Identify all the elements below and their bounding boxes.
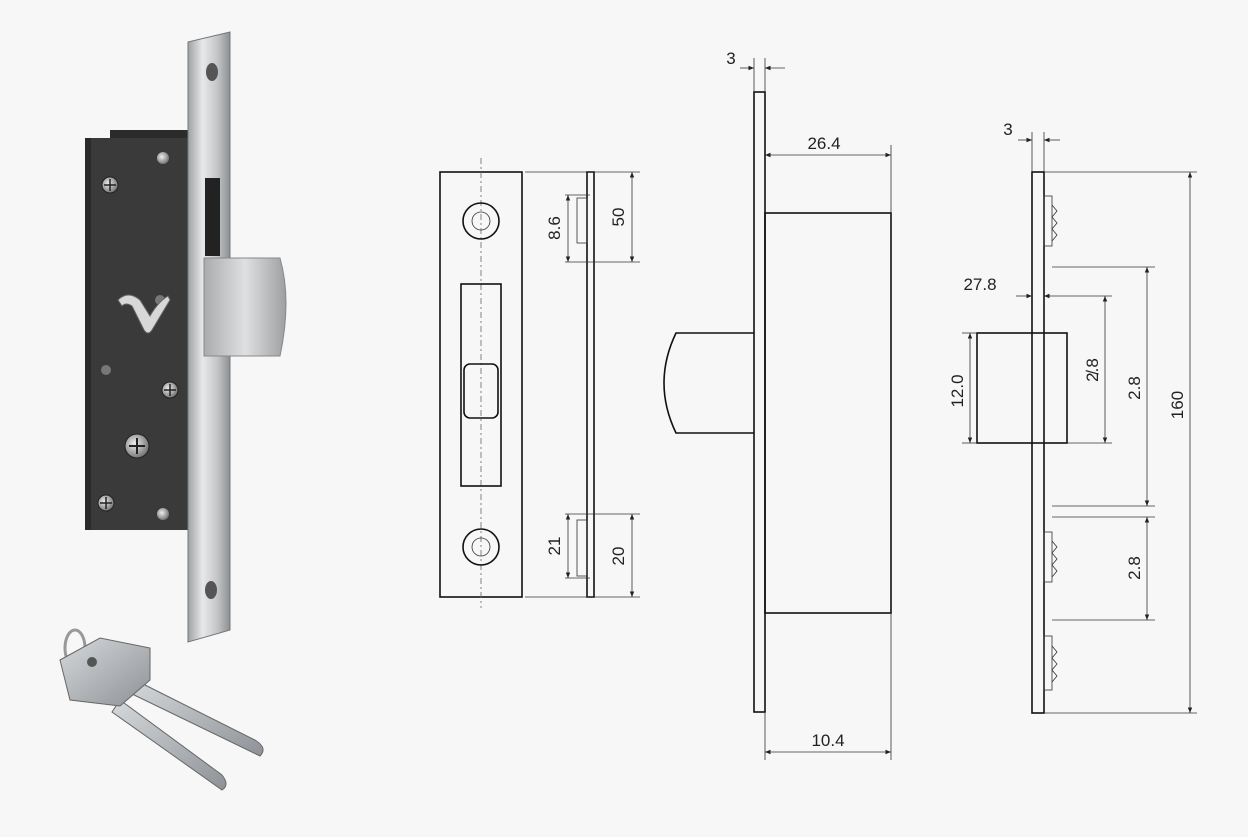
dim-body-depth: 26.4 xyxy=(807,134,840,153)
lock-case xyxy=(110,130,190,140)
deadbolt xyxy=(203,257,287,357)
key-head xyxy=(59,637,151,707)
dim-pitch-lower: 2.8 xyxy=(1125,556,1144,580)
dim-bolt-height: 12.0 xyxy=(948,374,967,407)
dim-top-height: 50 xyxy=(609,208,628,227)
dim-side-plate-thickness: 3 xyxy=(726,49,735,68)
side-plate xyxy=(753,91,766,713)
lock-body xyxy=(85,138,188,530)
bolt-opening xyxy=(460,283,502,487)
edge-view: 8.6 50 21 20 xyxy=(525,171,640,598)
front-view xyxy=(439,158,523,608)
dim-pitch-upper: 2.8 xyxy=(1125,376,1144,400)
dim-bottom-hole-offset: 21 xyxy=(545,537,564,556)
key-blade-1 xyxy=(111,699,227,791)
back-bolt xyxy=(976,332,1068,444)
dim-overall-height: 160 xyxy=(1168,391,1187,419)
back-view: 3 27.8 12.0 2̸.8 2.8 2.8 160 xyxy=(948,120,1197,714)
dim-top-hole-offset: 8.6 xyxy=(545,216,564,240)
faceplate-hole-bottom xyxy=(205,581,217,599)
key-blade-2 xyxy=(127,679,264,757)
dim-bolt-projection: 10.4 xyxy=(811,731,844,750)
side-body xyxy=(764,212,892,614)
back-screws xyxy=(1043,195,1058,691)
dim-bottom-height: 20 xyxy=(609,547,628,566)
keyhole xyxy=(117,294,171,334)
side-view: 3 26.4 10.4 xyxy=(663,49,892,760)
side-bolt xyxy=(663,332,754,434)
faceplate-hole-top xyxy=(206,63,218,81)
dim-back-plate-thickness: 3 xyxy=(1003,120,1012,139)
lock-photo xyxy=(85,31,287,643)
dim-backset: 27.8 xyxy=(963,275,996,294)
dim-inner-pitch: 2̸.8 xyxy=(1083,358,1102,382)
keys xyxy=(59,628,264,791)
